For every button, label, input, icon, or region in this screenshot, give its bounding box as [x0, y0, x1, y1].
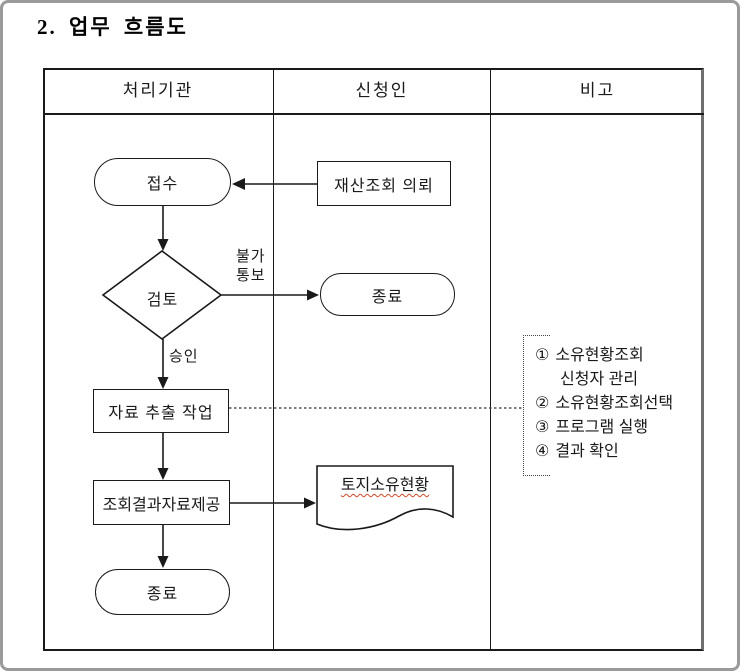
remarks-box-top-border	[523, 335, 550, 336]
remarks-item-2-marker: ②	[535, 395, 550, 412]
remarks-item-2-text: 소유현황조회선택	[555, 395, 674, 412]
arrowhead-into-end-agency	[157, 556, 169, 568]
document-shape-land-ownership	[316, 465, 454, 531]
flow-node-end-agency: 종료	[95, 569, 230, 615]
flow-node-provide-result-data: 조회결과자료제공	[93, 480, 230, 525]
flow-node-review-label: 검토	[146, 292, 179, 309]
arrowhead-into-review	[157, 239, 169, 251]
arrowhead-into-reception	[232, 178, 245, 190]
flow-node-end-agency-label: 종료	[146, 586, 179, 603]
edge-label-reject-line1: 불가	[236, 248, 266, 265]
remarks-item-1-marker: ①	[535, 347, 550, 364]
flow-table-frame	[43, 68, 704, 651]
flow-node-extraction-label: 자료 추출 작업	[108, 405, 214, 422]
table-divider-1	[273, 68, 274, 651]
decision-diamond-review	[101, 250, 223, 340]
remarks-item-4: ④ 결과 확인	[535, 440, 707, 464]
flow-node-provide-label: 조회결과자료제공	[102, 496, 221, 514]
remarks-item-1-continuation: 신청자 관리	[535, 368, 707, 392]
table-header-separator	[43, 113, 704, 115]
remarks-item-3: ③ 프로그램 실행	[535, 416, 707, 440]
flow-node-property-inquiry-request: 재산조회 의뢰	[317, 161, 451, 206]
arrowhead-into-extraction	[157, 377, 169, 389]
column-header-applicant: 신청인	[355, 81, 409, 100]
remarks-item-2: ② 소유현황조회선택	[535, 392, 707, 416]
remarks-box-left-border	[523, 335, 524, 476]
flow-node-land-ownership-label: 토지소유현황	[340, 477, 430, 494]
flow-node-request-label: 재산조회 의뢰	[334, 177, 434, 195]
edge-label-reject-line2: 통보	[236, 267, 266, 284]
remarks-item-1-text: 소유현황조회	[555, 347, 644, 364]
table-divider-2	[490, 68, 491, 651]
arrowhead-into-end-applicant	[307, 289, 319, 301]
remarks-item-3-text: 프로그램 실행	[555, 419, 649, 436]
remarks-item-4-marker: ④	[535, 443, 550, 460]
remarks-item-1: ① 소유현황조회	[535, 344, 707, 368]
edge-label-reject-notice: 불가 통보	[236, 247, 266, 285]
remarks-item-3-marker: ③	[535, 419, 550, 436]
flow-node-reception: 접수	[94, 158, 231, 206]
column-header-agency: 처리기관	[122, 81, 194, 100]
flow-connectors-layer	[101, 178, 523, 568]
column-header-remarks: 비고	[579, 81, 616, 100]
flow-node-end-applicant: 종료	[320, 273, 455, 316]
flow-node-data-extraction: 자료 추출 작업	[93, 389, 229, 433]
remarks-item-1-text2: 신청자 관리	[560, 371, 639, 388]
arrowhead-into-provide	[157, 468, 169, 480]
page-title: 2. 업무 흐름도	[37, 15, 188, 39]
arrowhead-into-document	[304, 497, 316, 509]
flow-node-end-applicant-label: 종료	[371, 288, 404, 306]
remarks-box-bottom-border	[523, 475, 550, 476]
remarks-list: ① 소유현황조회 신청자 관리 ② 소유현황조회선택 ③ 프로그램 실행 ④ 결과 확인	[535, 344, 707, 464]
flow-node-reception-label: 접수	[146, 176, 179, 193]
remarks-item-4-text: 결과 확인	[555, 443, 619, 460]
edge-label-approve: 승인	[169, 348, 199, 365]
